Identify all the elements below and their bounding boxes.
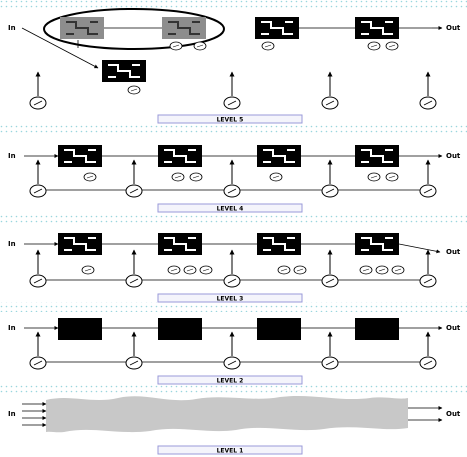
level-4-in-label: In [8,152,16,160]
signal-blob-icon [277,265,291,275]
module-group-outline [43,8,225,50]
sensor-node-icon [224,72,240,109]
level-1-panel: In Out LEVEL 1 [8,395,461,455]
processing-block [355,318,399,340]
level-2-out-label: Out [446,324,461,332]
signal-blob-icon [269,172,283,182]
signal-blob-icon [385,172,399,182]
signal-blob-icon [367,41,381,51]
signal-blob-icon [167,265,181,275]
signal-blob-icon [189,172,203,182]
level-3-label-box [157,293,303,303]
sensor-node-icon [224,332,240,369]
signal-blob-icon [385,41,399,51]
sensor-node-icon [224,250,240,287]
level-5-panel: In Out LEVEL 5 [8,8,461,124]
sensor-node-icon [420,332,436,369]
processing-module-icon [256,232,302,256]
sensor-node-icon [126,332,142,369]
dotted-band-2 [0,124,467,134]
processing-module-icon [354,232,400,256]
level-4-panel: In Out LEVEL 4 [8,144,461,213]
signal-blob-icon [293,265,307,275]
dotted-band-1 [0,0,467,9]
sensor-node-icon [420,160,436,197]
dotted-band-3 [0,213,467,223]
signal-blob-icon [81,265,95,275]
processing-cloud [46,395,408,433]
signal-blob-icon [193,41,207,51]
dotted-band-4 [0,302,467,312]
level-3-label: LEVEL 3 [217,296,244,303]
signal-blob-icon [391,265,405,275]
processing-module-icon [57,232,103,256]
signal-blob-icon [169,41,183,51]
sensor-node-icon [322,332,338,369]
processing-module-icon [59,16,105,40]
processing-module-icon [57,144,103,168]
sensor-node-icon [126,250,142,287]
level-4-label-box [157,203,303,213]
level-2-in-label: In [8,324,16,332]
level-4-out-label: Out [446,152,461,160]
sensor-node-icon [224,160,240,197]
level-4-label: LEVEL 4 [217,206,244,213]
processing-module-icon [161,16,207,40]
level-1-out-label: Out [446,410,461,418]
processing-module-icon [157,232,203,256]
signal-blob-icon [199,265,213,275]
level-1-in-label: In [8,410,16,418]
level-5-in-label: In [8,24,16,32]
processing-module-icon [354,144,400,168]
signal-blob-icon [261,41,275,51]
processing-module-icon [157,144,203,168]
processing-module-icon [254,16,300,40]
level-3-panel: In Out LEVEL 3 [8,232,461,303]
sensor-node-icon [30,332,46,369]
level-5-label-box [157,114,303,124]
sensor-node-icon [322,250,338,287]
level-3-in-label: In [8,240,16,248]
level-1-label-box [157,445,303,455]
processing-module-icon [101,59,147,83]
level-2-panel: In Out LEVEL 2 [8,318,461,385]
signal-blob-icon [359,265,373,275]
signal-blob-icon [83,172,97,182]
level-3-out-label: Out [446,248,461,256]
sensor-node-icon [30,160,46,197]
processing-block [158,318,202,340]
level-2-label: LEVEL 2 [217,378,244,385]
sensor-node-icon [420,72,436,109]
signal-blob-icon [183,265,197,275]
processing-module-icon [256,144,302,168]
signal-blob-icon [171,172,185,182]
sensor-node-icon [126,160,142,197]
signal-blob-icon [127,85,141,95]
sensor-node-icon [420,250,436,287]
sensor-node-icon [322,160,338,197]
level-1-label: LEVEL 1 [217,448,244,455]
dotted-band-5 [0,385,467,395]
processing-block [58,318,102,340]
signal-blob-icon [375,265,389,275]
level-5-label: LEVEL 5 [217,117,244,124]
sensor-node-icon [322,72,338,109]
level-5-out-label: Out [446,24,461,32]
signal-blob-icon [367,172,381,182]
sensor-node-icon [30,250,46,287]
processing-block [257,318,301,340]
sensor-node-icon [30,72,46,109]
processing-module-icon [354,16,400,40]
level-2-label-box [157,375,303,385]
